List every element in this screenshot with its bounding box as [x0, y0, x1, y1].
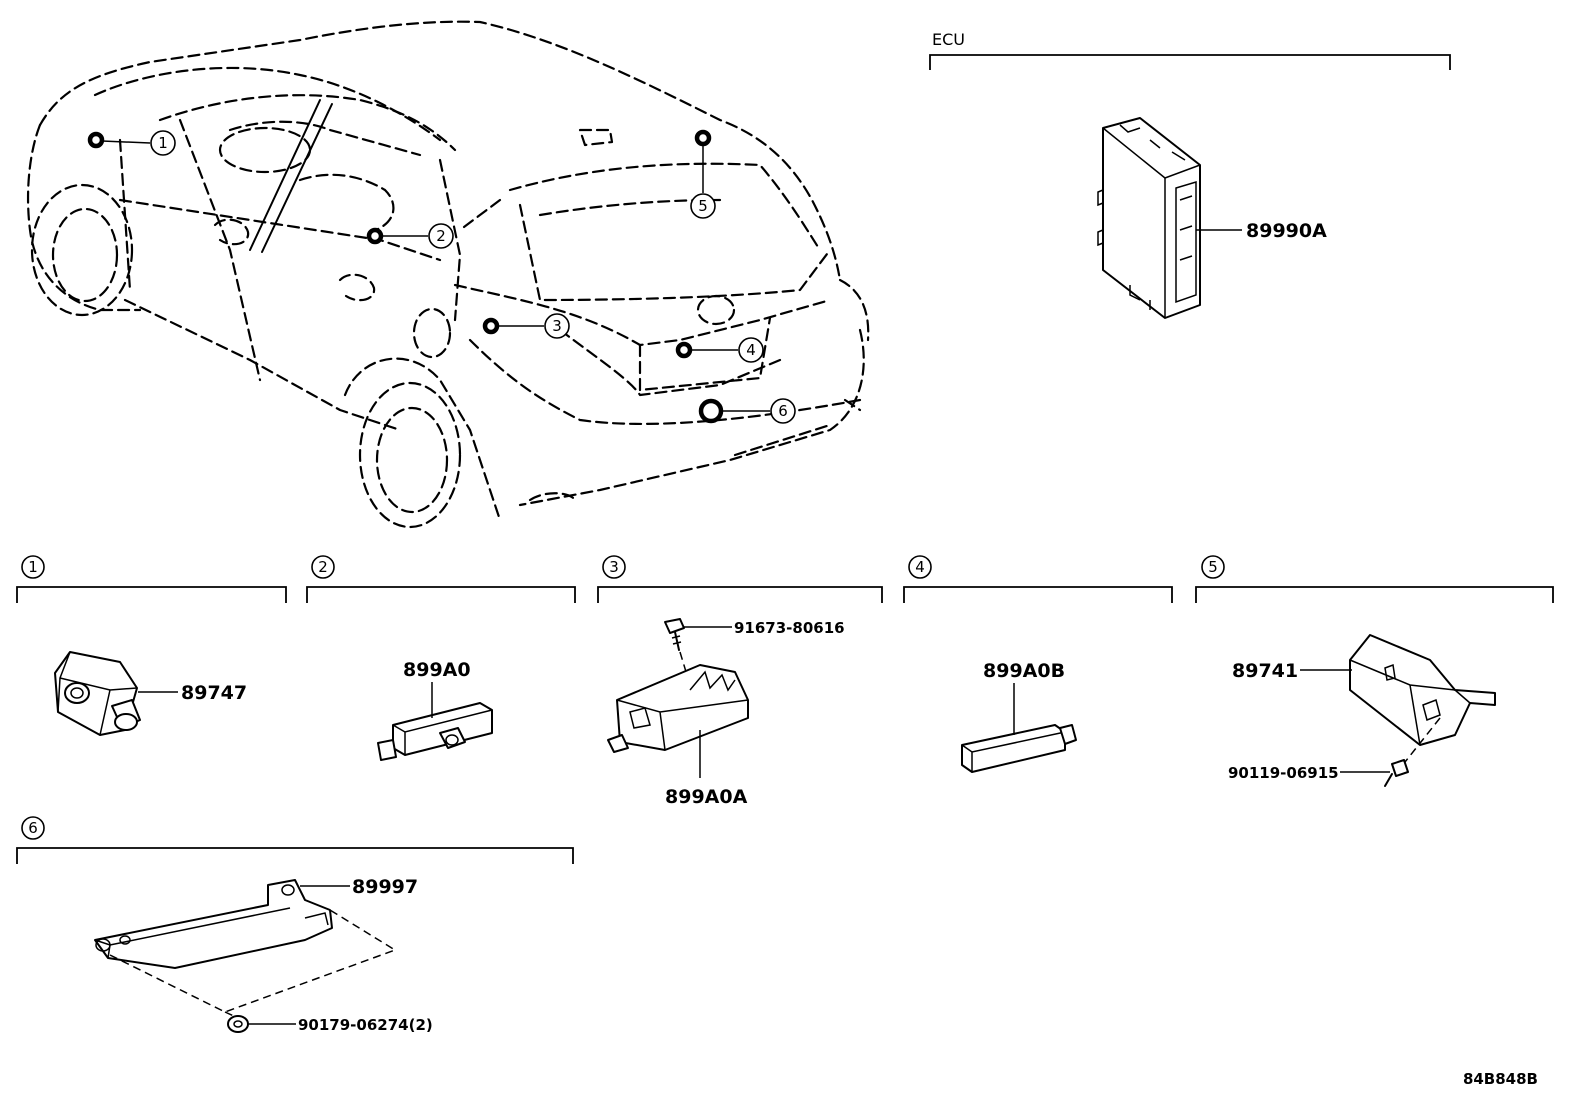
- part-899A0-label: 899A0: [403, 659, 471, 681]
- part-90179-06274-label: 90179-06274(2): [298, 1016, 433, 1034]
- part-89741-label: 89741: [1232, 660, 1298, 682]
- svg-text:6: 6: [778, 402, 788, 420]
- svg-text:4: 4: [746, 341, 756, 359]
- ecu-bracket: [929, 54, 1451, 70]
- svg-text:5: 5: [698, 197, 708, 215]
- part-90179-06274-nut: [227, 1015, 249, 1033]
- svg-text:2: 2: [318, 558, 328, 576]
- part-899A0-drawing: [377, 702, 493, 761]
- part-91673-80616-bolt: [664, 618, 685, 651]
- ecu-part-number: 89990A: [1246, 220, 1327, 242]
- vehicle-callout-1: 1: [150, 130, 176, 156]
- section-header-4: 4: [903, 555, 1173, 603]
- part-91673-80616-label: 91673-80616: [734, 619, 845, 637]
- vehicle-callout-3: 3: [544, 313, 570, 339]
- location-spot-3: [482, 317, 500, 335]
- part-899A0B-drawing: [961, 724, 1077, 773]
- section-header-3: 3: [597, 555, 883, 603]
- section-header-2: 2: [306, 555, 576, 603]
- svg-text:5: 5: [1208, 558, 1218, 576]
- section-header-6: 6: [16, 816, 574, 864]
- location-spot-6: [698, 398, 724, 424]
- part-89997-label: 89997: [352, 876, 418, 898]
- vehicle-callout-4: 4: [738, 337, 764, 363]
- vehicle-callout-5: 5: [690, 193, 716, 219]
- part-89997-drawing: [94, 879, 333, 969]
- svg-text:1: 1: [28, 558, 38, 576]
- vehicle-callout-6: 6: [770, 398, 796, 424]
- part-899A0B-label: 899A0B: [983, 660, 1065, 682]
- part-90119-06915-bolt: [1384, 759, 1409, 787]
- section-header-1: 1: [16, 555, 287, 603]
- part-89747-label: 89747: [181, 682, 247, 704]
- svg-text:3: 3: [552, 317, 562, 335]
- svg-text:3: 3: [609, 558, 619, 576]
- section-header-5: 5: [1195, 555, 1554, 603]
- part-89747-drawing: [54, 651, 141, 736]
- vehicle-callout-2: 2: [428, 223, 454, 249]
- part-90119-06915-label: 90119-06915: [1228, 764, 1339, 782]
- svg-text:1: 1: [158, 134, 168, 152]
- diagram-code: 84B848B: [1463, 1070, 1538, 1088]
- part-89741-drawing: [1349, 634, 1496, 746]
- vehicle-illustration: [26, 20, 870, 529]
- location-spot-4: [675, 341, 693, 359]
- part-899A0A-label: 899A0A: [665, 786, 748, 808]
- ecu-module: [1097, 117, 1201, 319]
- location-spot-1: [87, 131, 105, 149]
- svg-text:6: 6: [28, 819, 38, 837]
- svg-text:2: 2: [436, 227, 446, 245]
- svg-text:4: 4: [915, 558, 925, 576]
- part-899A0A-drawing: [607, 664, 749, 753]
- location-spot-2: [366, 227, 384, 245]
- ecu-heading: ECU: [932, 30, 965, 49]
- location-spot-5: [694, 129, 712, 147]
